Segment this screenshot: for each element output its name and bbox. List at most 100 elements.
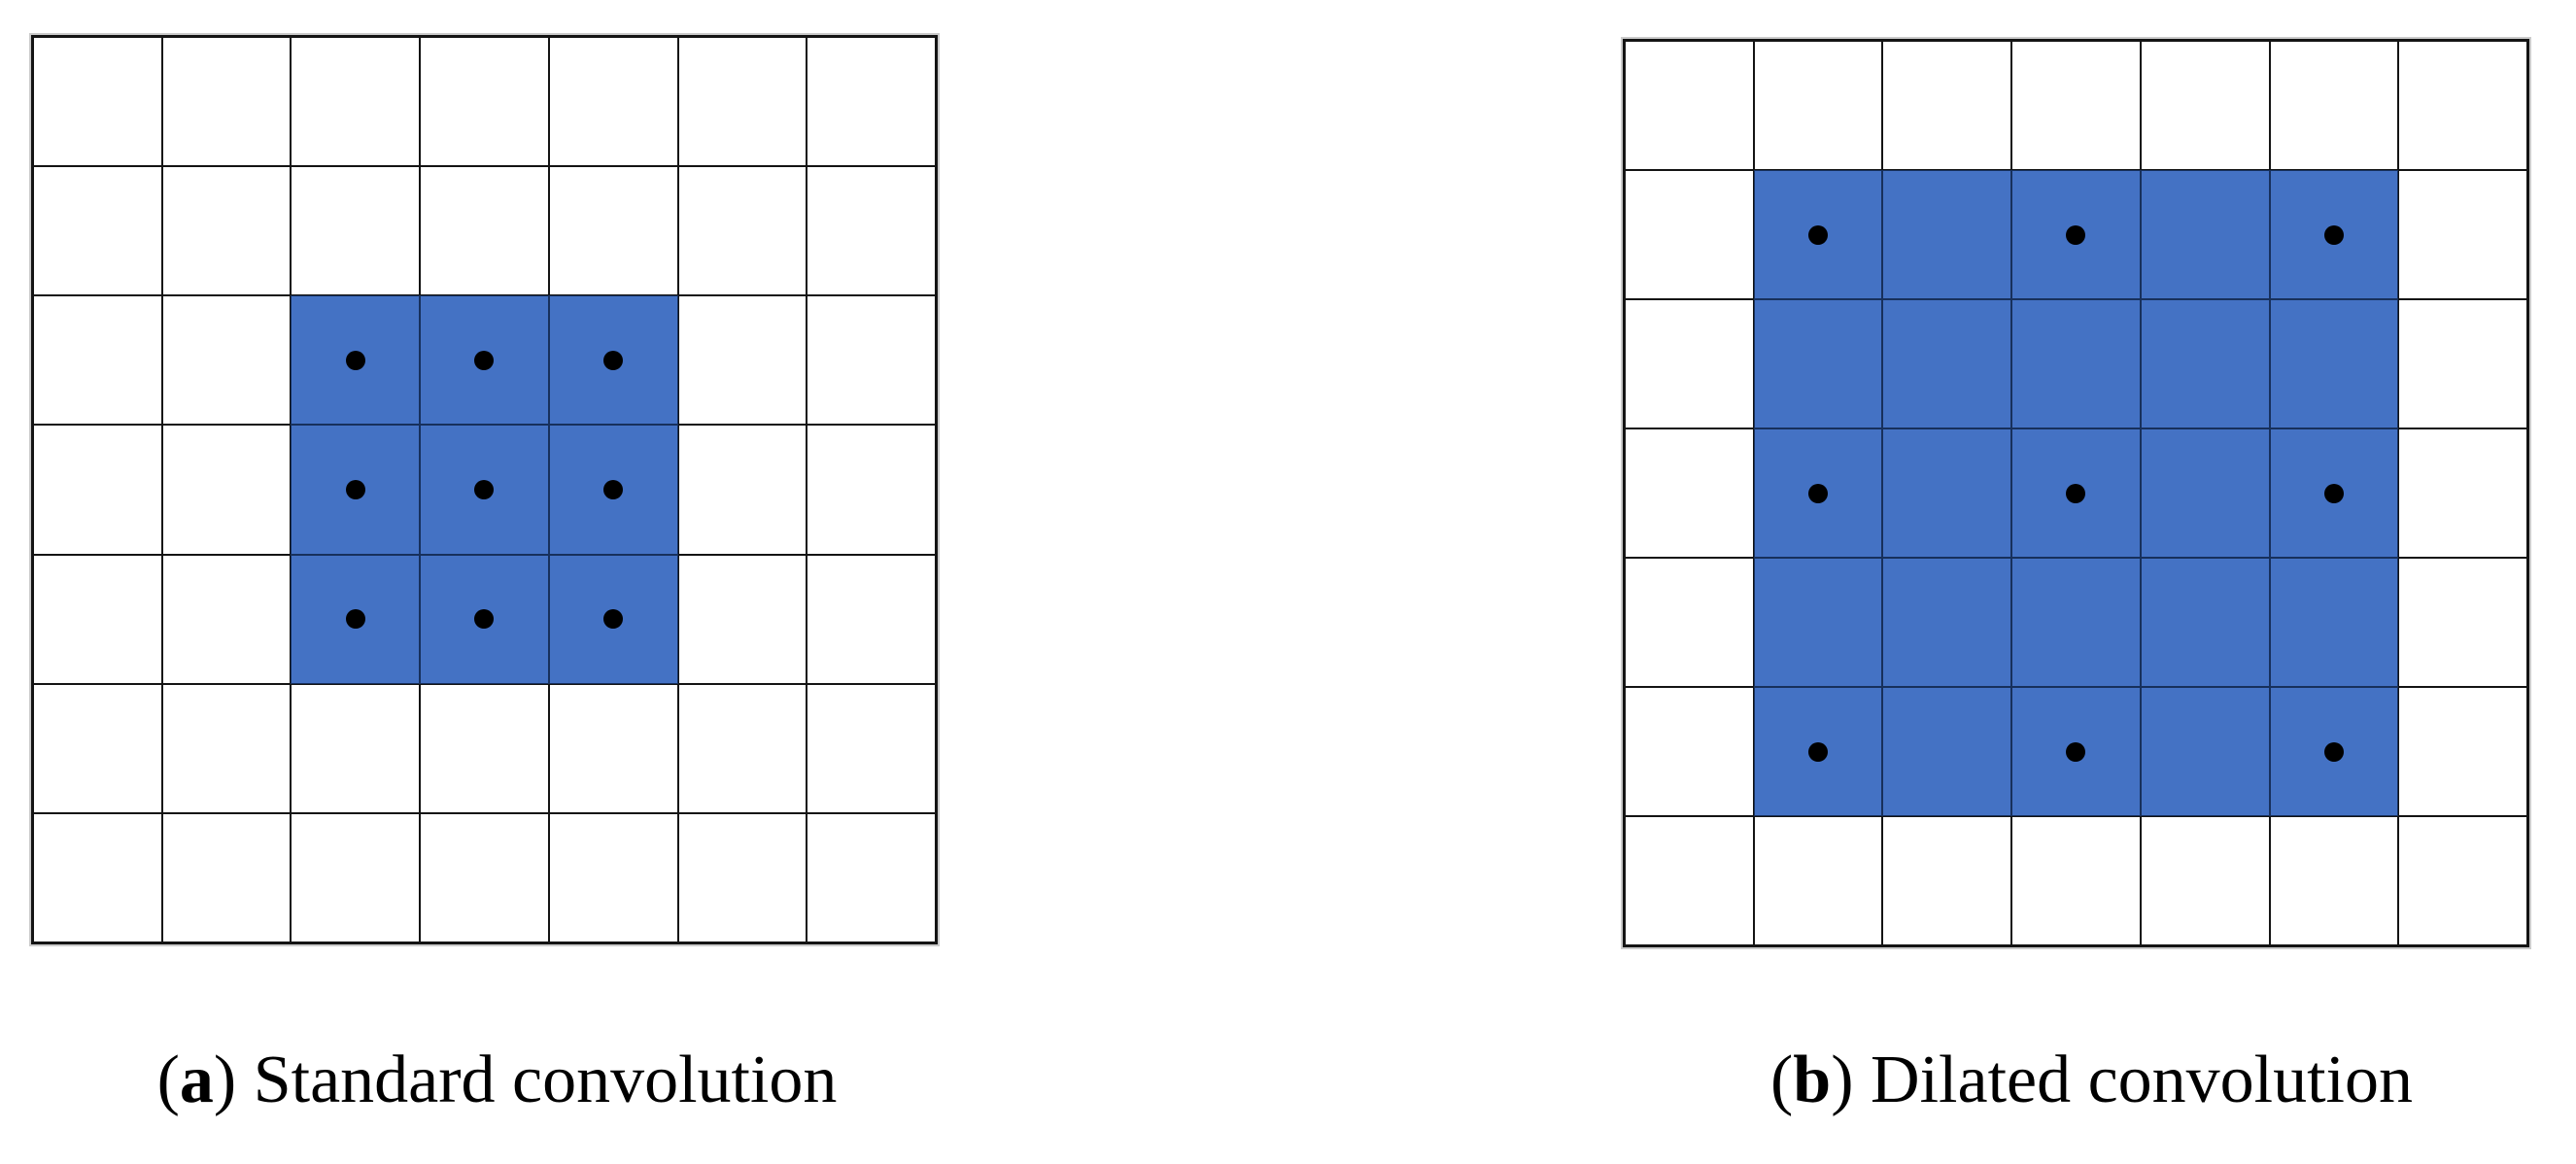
grid-cell [1625,170,1754,299]
grid-cell [291,812,421,942]
grid-cell [2398,299,2527,428]
grid-cell [807,425,936,555]
grid-cell [807,166,936,296]
kernel-sample-dot [2323,483,2344,503]
grid-cell [1753,816,1883,945]
grid-cell [677,295,807,426]
kernel-sample-dot [603,479,624,499]
receptive-field-cell [548,295,678,426]
caption-letter: b [1793,1043,1832,1117]
receptive-field-cell [420,425,549,555]
caption-open-paren: ( [156,1043,180,1117]
receptive-field-cell [1882,299,2012,428]
receptive-field-cell [1882,170,2012,299]
grid-cell [2398,687,2527,816]
receptive-field-cell [1753,299,1883,428]
receptive-field-cell [2269,170,2399,299]
grid-cell [291,37,421,167]
receptive-field-cell [291,425,421,555]
standard-convolution-grid [31,35,938,944]
grid-cell [291,683,421,813]
grid-cell [2011,816,2141,945]
receptive-field-cell [2269,428,2399,558]
grid-cell [807,37,936,167]
receptive-field-cell [548,425,678,555]
grid-cell [2269,41,2399,170]
kernel-sample-dot [2066,741,2086,762]
grid-cell [1625,558,1754,687]
grid-cell [677,812,807,942]
grid-cell [677,683,807,813]
grid-cell [2140,41,2270,170]
grid-cell [1625,816,1754,945]
kernel-sample-dot [603,609,624,630]
grid-cell [2398,558,2527,687]
caption-text: Dilated convolution [1871,1043,2413,1117]
grid-cell [548,812,678,942]
grid-cell [1625,41,1754,170]
receptive-field-cell [2140,170,2270,299]
grid-cell [807,812,936,942]
grid-cell [807,554,936,684]
receptive-field-cell [1882,428,2012,558]
grid-cell [161,166,292,296]
grid-cell [2398,41,2527,170]
grid-cell [33,37,162,167]
caption-label: (b) [1770,1043,1871,1117]
grid-cell [1882,816,2012,945]
kernel-sample-dot [474,479,495,499]
grid-cell [420,37,549,167]
kernel-sample-dot [474,609,495,630]
receptive-field-cell [1753,558,1883,687]
grid-cell [2011,41,2141,170]
grid-cell [2269,816,2399,945]
grid-cell [420,812,549,942]
grid-cell [33,166,162,296]
receptive-field-cell [291,554,421,684]
grid-cell [807,683,936,813]
receptive-field-cell [2011,428,2141,558]
kernel-sample-dot [603,350,624,370]
grid-cell [1625,428,1754,558]
caption-dilated-convolution: (b) Dilated convolution [1638,1042,2545,1120]
kernel-sample-dot [2066,224,2086,245]
grid-cell [161,295,292,426]
grid-cell [1753,41,1883,170]
grid-cell [677,554,807,684]
grid-cell [33,425,162,555]
grid-cell [33,812,162,942]
receptive-field-cell [2011,299,2141,428]
receptive-field-cell [291,295,421,426]
kernel-sample-dot [474,350,495,370]
caption-letter: a [179,1043,214,1117]
receptive-field-cell [2011,170,2141,299]
kernel-sample-dot [1808,741,1829,762]
grid-cell [677,37,807,167]
grid-cell [161,37,292,167]
receptive-field-cell [2011,687,2141,816]
receptive-field-cell [1753,170,1883,299]
receptive-field-cell [1753,428,1883,558]
grid-cell [1625,299,1754,428]
receptive-field-cell [1882,558,2012,687]
caption-close-paren: ) [1831,1043,1872,1117]
grid-cell [1625,687,1754,816]
grid-cell [548,683,678,813]
grid-cell [677,166,807,296]
grid-cell [548,37,678,167]
kernel-sample-dot [1808,224,1829,245]
receptive-field-cell [420,295,549,426]
kernel-sample-dot [345,609,365,630]
kernel-sample-dot [1808,483,1829,503]
grid-cell [2398,816,2527,945]
kernel-sample-dot [2323,741,2344,762]
grid-cell [677,425,807,555]
receptive-field-cell [420,554,549,684]
grid-cell [2140,816,2270,945]
grid-cell [33,295,162,426]
caption-label: (a) [157,1043,254,1117]
grid-cell [1882,41,2012,170]
grid-cell [161,554,292,684]
caption-standard-convolution: (a) Standard convolution [44,1042,950,1120]
